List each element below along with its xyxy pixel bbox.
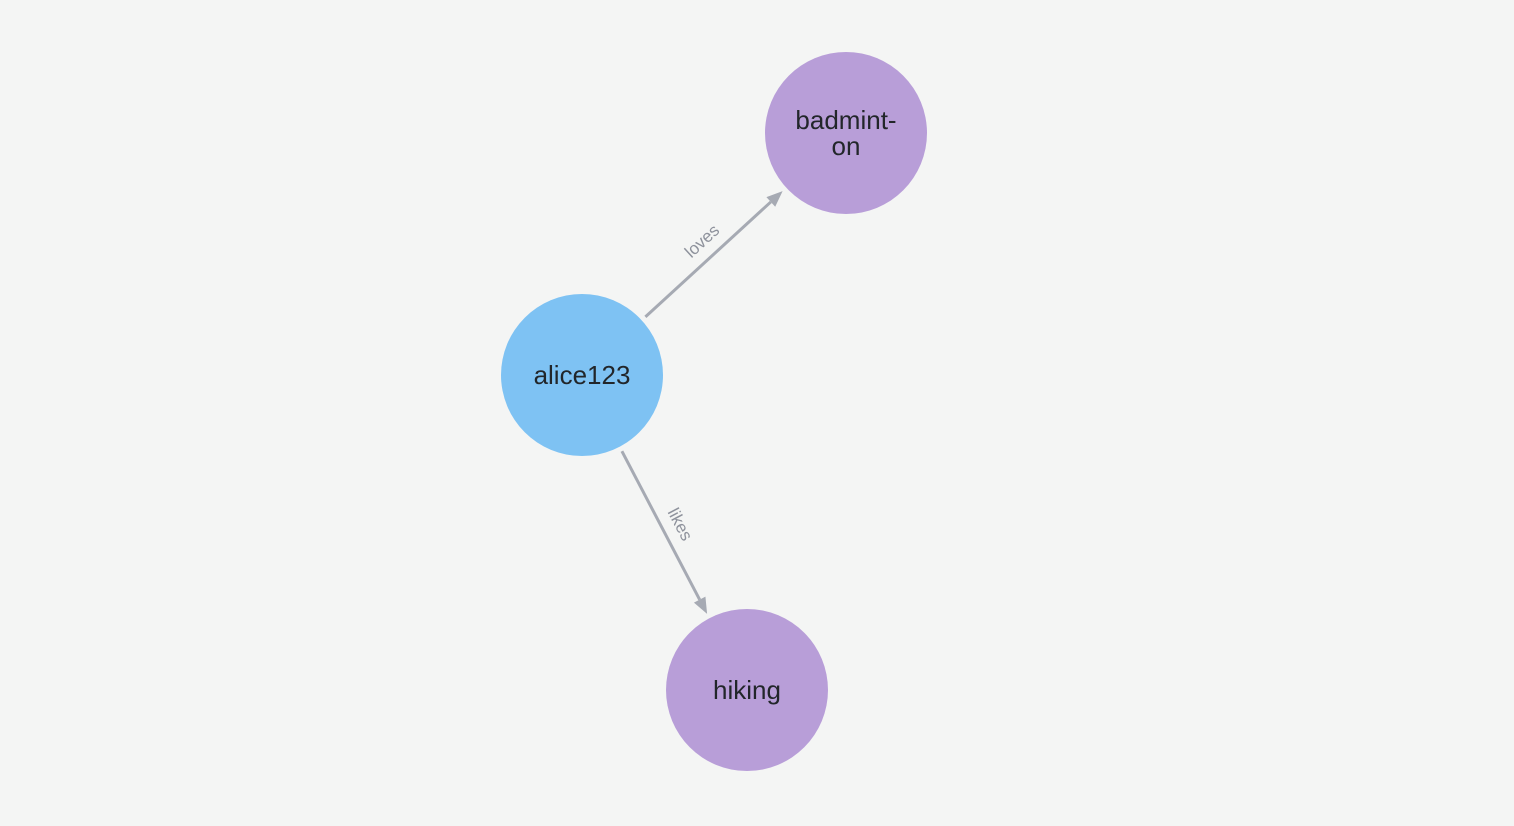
edge-loves[interactable]: loves [644,191,783,318]
node-circle-badminton [765,52,927,214]
arrowhead-icon [693,596,708,614]
edge-line-loves [644,200,772,318]
node-badminton[interactable]: badmint-on [765,52,927,214]
edge-likes[interactable]: likes [620,450,708,614]
node-circle-alice123 [501,294,663,456]
node-circle-hiking [666,609,828,771]
edge-line-likes [620,450,702,601]
node-alice123[interactable]: alice123 [501,294,663,456]
edge-label-loves: loves [681,221,723,262]
node-hiking[interactable]: hiking [666,609,828,771]
arrowhead-icon [766,191,783,207]
